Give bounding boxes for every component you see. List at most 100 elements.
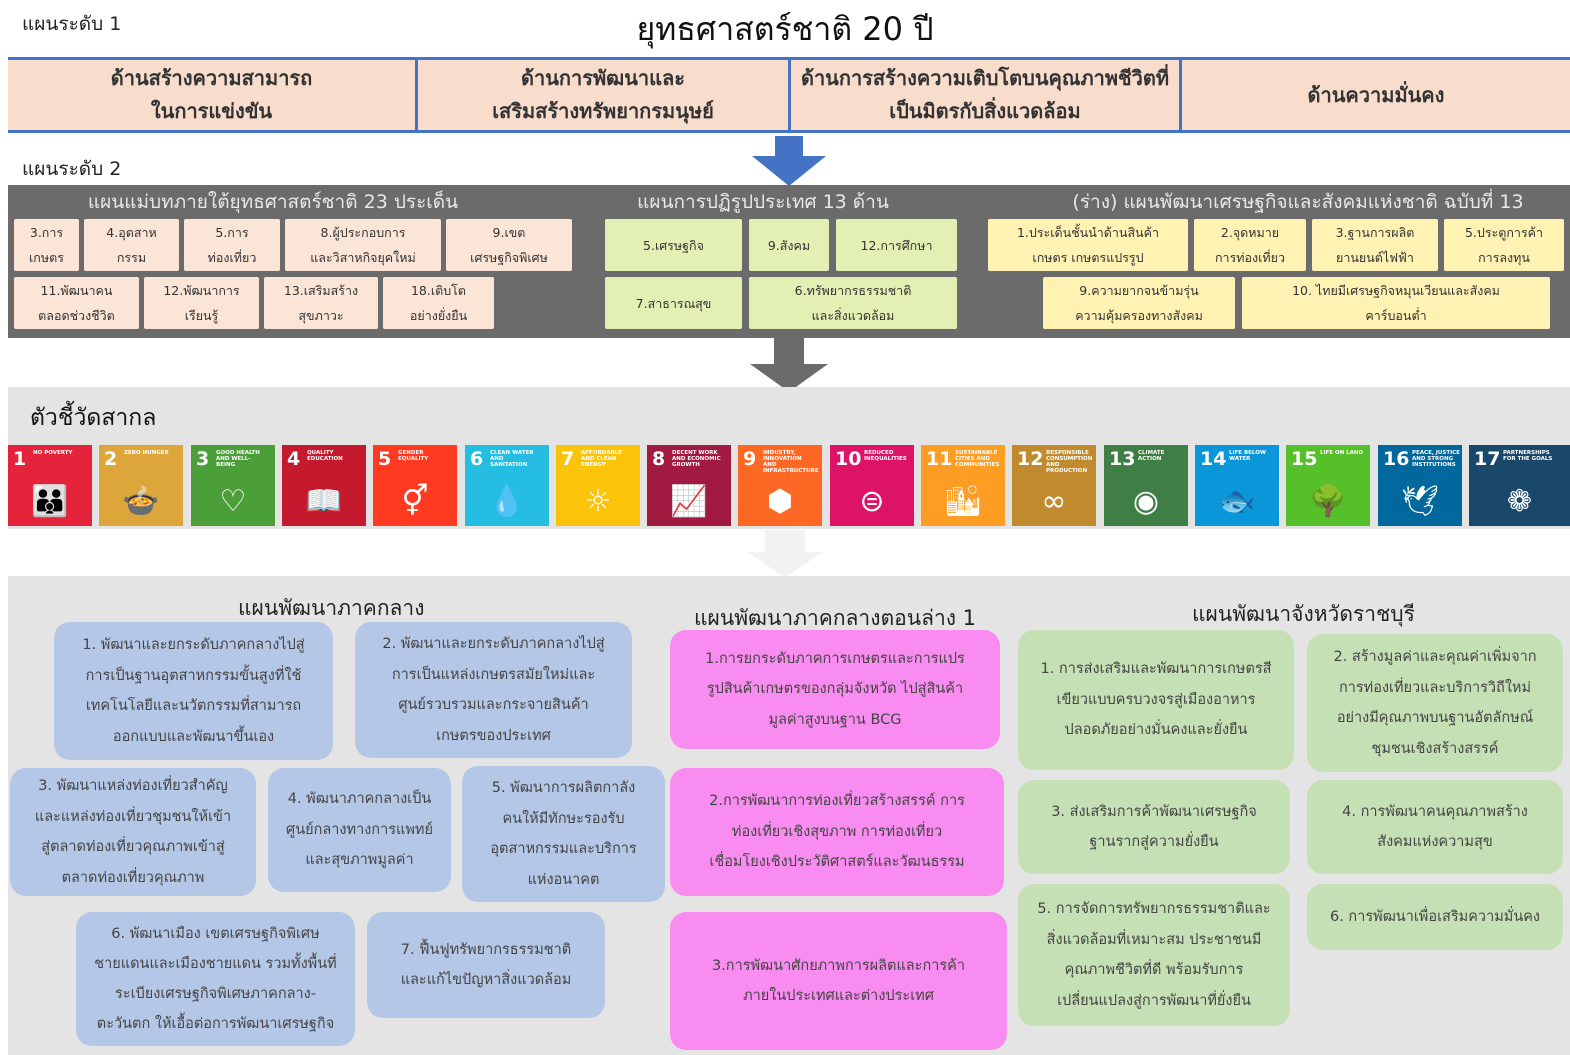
sdg-number: 15 [1291,448,1318,470]
reform-item: 5.เศรษฐกิจ [605,219,742,271]
sdg-number: 16 [1383,448,1410,470]
reform-plan-header: แผนการปฏิรูปประเทศ 13 ด้าน [637,191,889,213]
sdg-label: QUALITY EDUCATION [307,450,343,462]
water-icon: 💧 [488,484,526,519]
sdg-label: LIFE ON LAND [1320,450,1364,456]
reform-item: 7.สาธารณสุข [605,277,742,329]
nesdp-header: (ร่าง) แผนพัฒนาเศรษฐกิจและสังคมแห่งชาติ … [1072,191,1524,213]
sdg-number: 8 [652,448,666,470]
sdg-number: 5 [378,448,392,470]
sdg-number: 12 [1017,448,1044,470]
partnership-icon: ❁ [1506,484,1533,519]
tree-icon: 🌳 [1309,484,1347,519]
master-plan-item: 11.พัฒนาคน ตลอดช่วงชีวิต [14,277,139,329]
strategy-green-growth: ด้านการสร้างความเติบโตบนคุณภาพชีวิตที่ เ… [791,60,1182,130]
fish-icon: 🐟 [1218,484,1256,519]
level2-panel: แผนแม่บทภายใต้ยุทธศาสตร์ชาติ 23 ประเด็น … [8,185,1570,338]
ratchaburi-plan-item: 1. การส่งเสริมและพัฒนาการเกษตรสี เขียวแบ… [1018,630,1294,770]
sdg-label: REDUCED INEQUALITIES [864,450,907,462]
level1-label: แผนระดับ 1 [22,13,122,35]
nesdp-item: 9.ความยากจนข้ามรุ่น ความคุ้มครองทางสังคม [1043,277,1235,329]
level1-strategy-strip: ด้านสร้างความสามารถ ในการแข่งขัน ด้านการ… [8,57,1570,133]
central-plan-item: 5. พัฒนาการผลิตกาลัง คนให้มีทักษะรองรับ … [462,766,665,902]
nesdp-item: 5.ประตูการค้า การลงทุน [1444,219,1564,271]
ratchaburi-plan-item: 5. การจัดการทรัพยากรธรรมชาติและ สิ่งแวดล… [1018,884,1290,1026]
master-plans-header: แผนแม่บทภายใต้ยุทธศาสตร์ชาติ 23 ประเด็น [87,191,459,213]
ratchaburi-plan-item: 6. การพัฒนาเพื่อเสริมความมั่นคง [1307,884,1563,950]
strategy-competitiveness: ด้านสร้างความสามารถ ในการแข่งขัน [8,60,418,130]
blue-arrow-shaft [775,136,803,158]
master-plan-item: 18.เติบโต อย่างยั่งยืน [383,277,494,329]
sdg-label: INDUSTRY, INNOVATION AND INFRASTRUCTURE [763,450,819,474]
central-plan-item: 7. ฟื้นฟูทรัพยากรธรรมชาติ และแก้ไขปัญหาส… [367,912,605,1018]
sdg-title: ตัวชี้วัดสากล [30,405,157,431]
sdg-label: GENDER EQUALITY [398,450,429,462]
reform-item: 12.การศึกษา [836,219,957,271]
central-plan-header: แผนพัฒนาภาคกลาง [238,596,425,620]
master-plan-item: 12.พัฒนาการ เรียนรู้ [144,277,259,329]
infinity-icon: ∞ [1041,484,1067,519]
sdg-number: 14 [1200,448,1227,470]
lower-central-plan-item: 2.การพัฒนาการท่องเที่ยวสร้างสรรค์ การ ท่… [670,768,1004,896]
lower-central-plan-item: 1.การยกระดับภาคการเกษตรและการแปร รูปสินค… [670,630,1000,749]
sdg-number: 9 [743,448,757,470]
sdg-tile-9: 9 INDUSTRY, INNOVATION AND INFRASTRUCTURE… [738,445,822,526]
sdg-number: 3 [196,448,210,470]
city-icon: 🏙 [943,484,983,519]
ratchaburi-plan-item: 2. สร้างมูลค่าและคุณค่าเพิ่มจาก การท่องเ… [1307,634,1563,772]
lower-central-plan-header: แผนพัฒนาภาคกลางตอนล่าง 1 [694,606,977,630]
light-down-arrow [748,552,822,578]
level2-label: แผนระดับ 2 [22,158,122,180]
cubes-icon: ⬢ [766,484,794,519]
sdg-label: SUSTAINABLE CITIES AND COMMUNITIES [955,450,1000,468]
page-title: ยุทธศาสตร์ชาติ 20 ปี [636,10,934,48]
central-plan-item: 2. พัฒนาและยกระดับภาคกลางไปสู่ การเป็นแห… [355,622,632,758]
master-plan-item: 8.ผู้ประกอบการ และวิสาหกิจยุคใหม่ [285,219,441,271]
blue-down-arrow [752,156,826,186]
sdg-label: RESPONSIBLE CONSUMPTION AND PRODUCTION [1046,450,1093,474]
sdg-label: ZERO HUNGER [124,450,169,456]
gender-icon: ⚥ [401,484,429,519]
sdg-tile-5: 5 GENDER EQUALITY ⚥ [373,445,457,526]
sdg-label: LIFE BELOW WATER [1229,450,1266,462]
sdg-number: 10 [835,448,862,470]
gray-arrow-shaft [774,338,804,366]
sdg-label: CLEAN WATER AND SANITATION [490,450,534,468]
reform-item: 6.ทรัพยากรธรรมชาติ และสิ่งแวดล้อม [749,277,957,329]
sdg-label: CLIMATE ACTION [1138,450,1165,462]
strategy-human-resources: ด้านการพัฒนาและ เสริมสร้างทรัพยากรมนุษย์ [418,60,791,130]
master-plan-item: 13.เสริมสร้าง สุขภาวะ [264,277,378,329]
master-plan-item: 4.อุตสาห กรรม [84,219,179,271]
nesdp-item: 10. ไทยมีเศรษฐกิจหมุนเวียนและสังคม คาร์บ… [1242,277,1550,329]
heartbeat-icon: ♡ [219,484,247,519]
nesdp-item: 1.ประเด็นชั้นนำด้านสินค้า เกษตร เกษตรแปร… [988,219,1188,271]
sdg-number: 4 [287,448,301,470]
earth-eye-icon: ◉ [1132,484,1160,519]
central-plan-item: 3. พัฒนาแหล่งท่องเที่ยวสำคัญ และแหล่งท่อ… [10,768,256,896]
sdg-label: NO POVERTY [33,450,73,456]
sdg-number: 2 [104,448,118,470]
light-arrow-shaft [765,530,805,554]
bowl-icon: 🍲 [122,484,160,519]
sdg-number: 17 [1474,448,1501,470]
ratchaburi-plan-header: แผนพัฒนาจังหวัดราชบุรี [1192,602,1415,626]
sdg-label: DECENT WORK AND ECONOMIC GROWTH [672,450,721,468]
nesdp-item: 2.จุดหมาย การท่องเที่ยว [1194,219,1306,271]
lower-central-plan-item: 3.การพัฒนาศักยภาพการผลิตและการค้า ภายในป… [670,912,1007,1050]
reform-item: 9.สังคม [749,219,829,271]
master-plan-item: 5.การ ท่องเที่ยว [184,219,280,271]
sdg-label: AFFORDABLE AND CLEAN ENERGY [581,450,622,468]
central-plan-item: 6. พัฒนาเมือง เขตเศรษฐกิจพิเศษ ชายแดนและ… [76,912,355,1046]
